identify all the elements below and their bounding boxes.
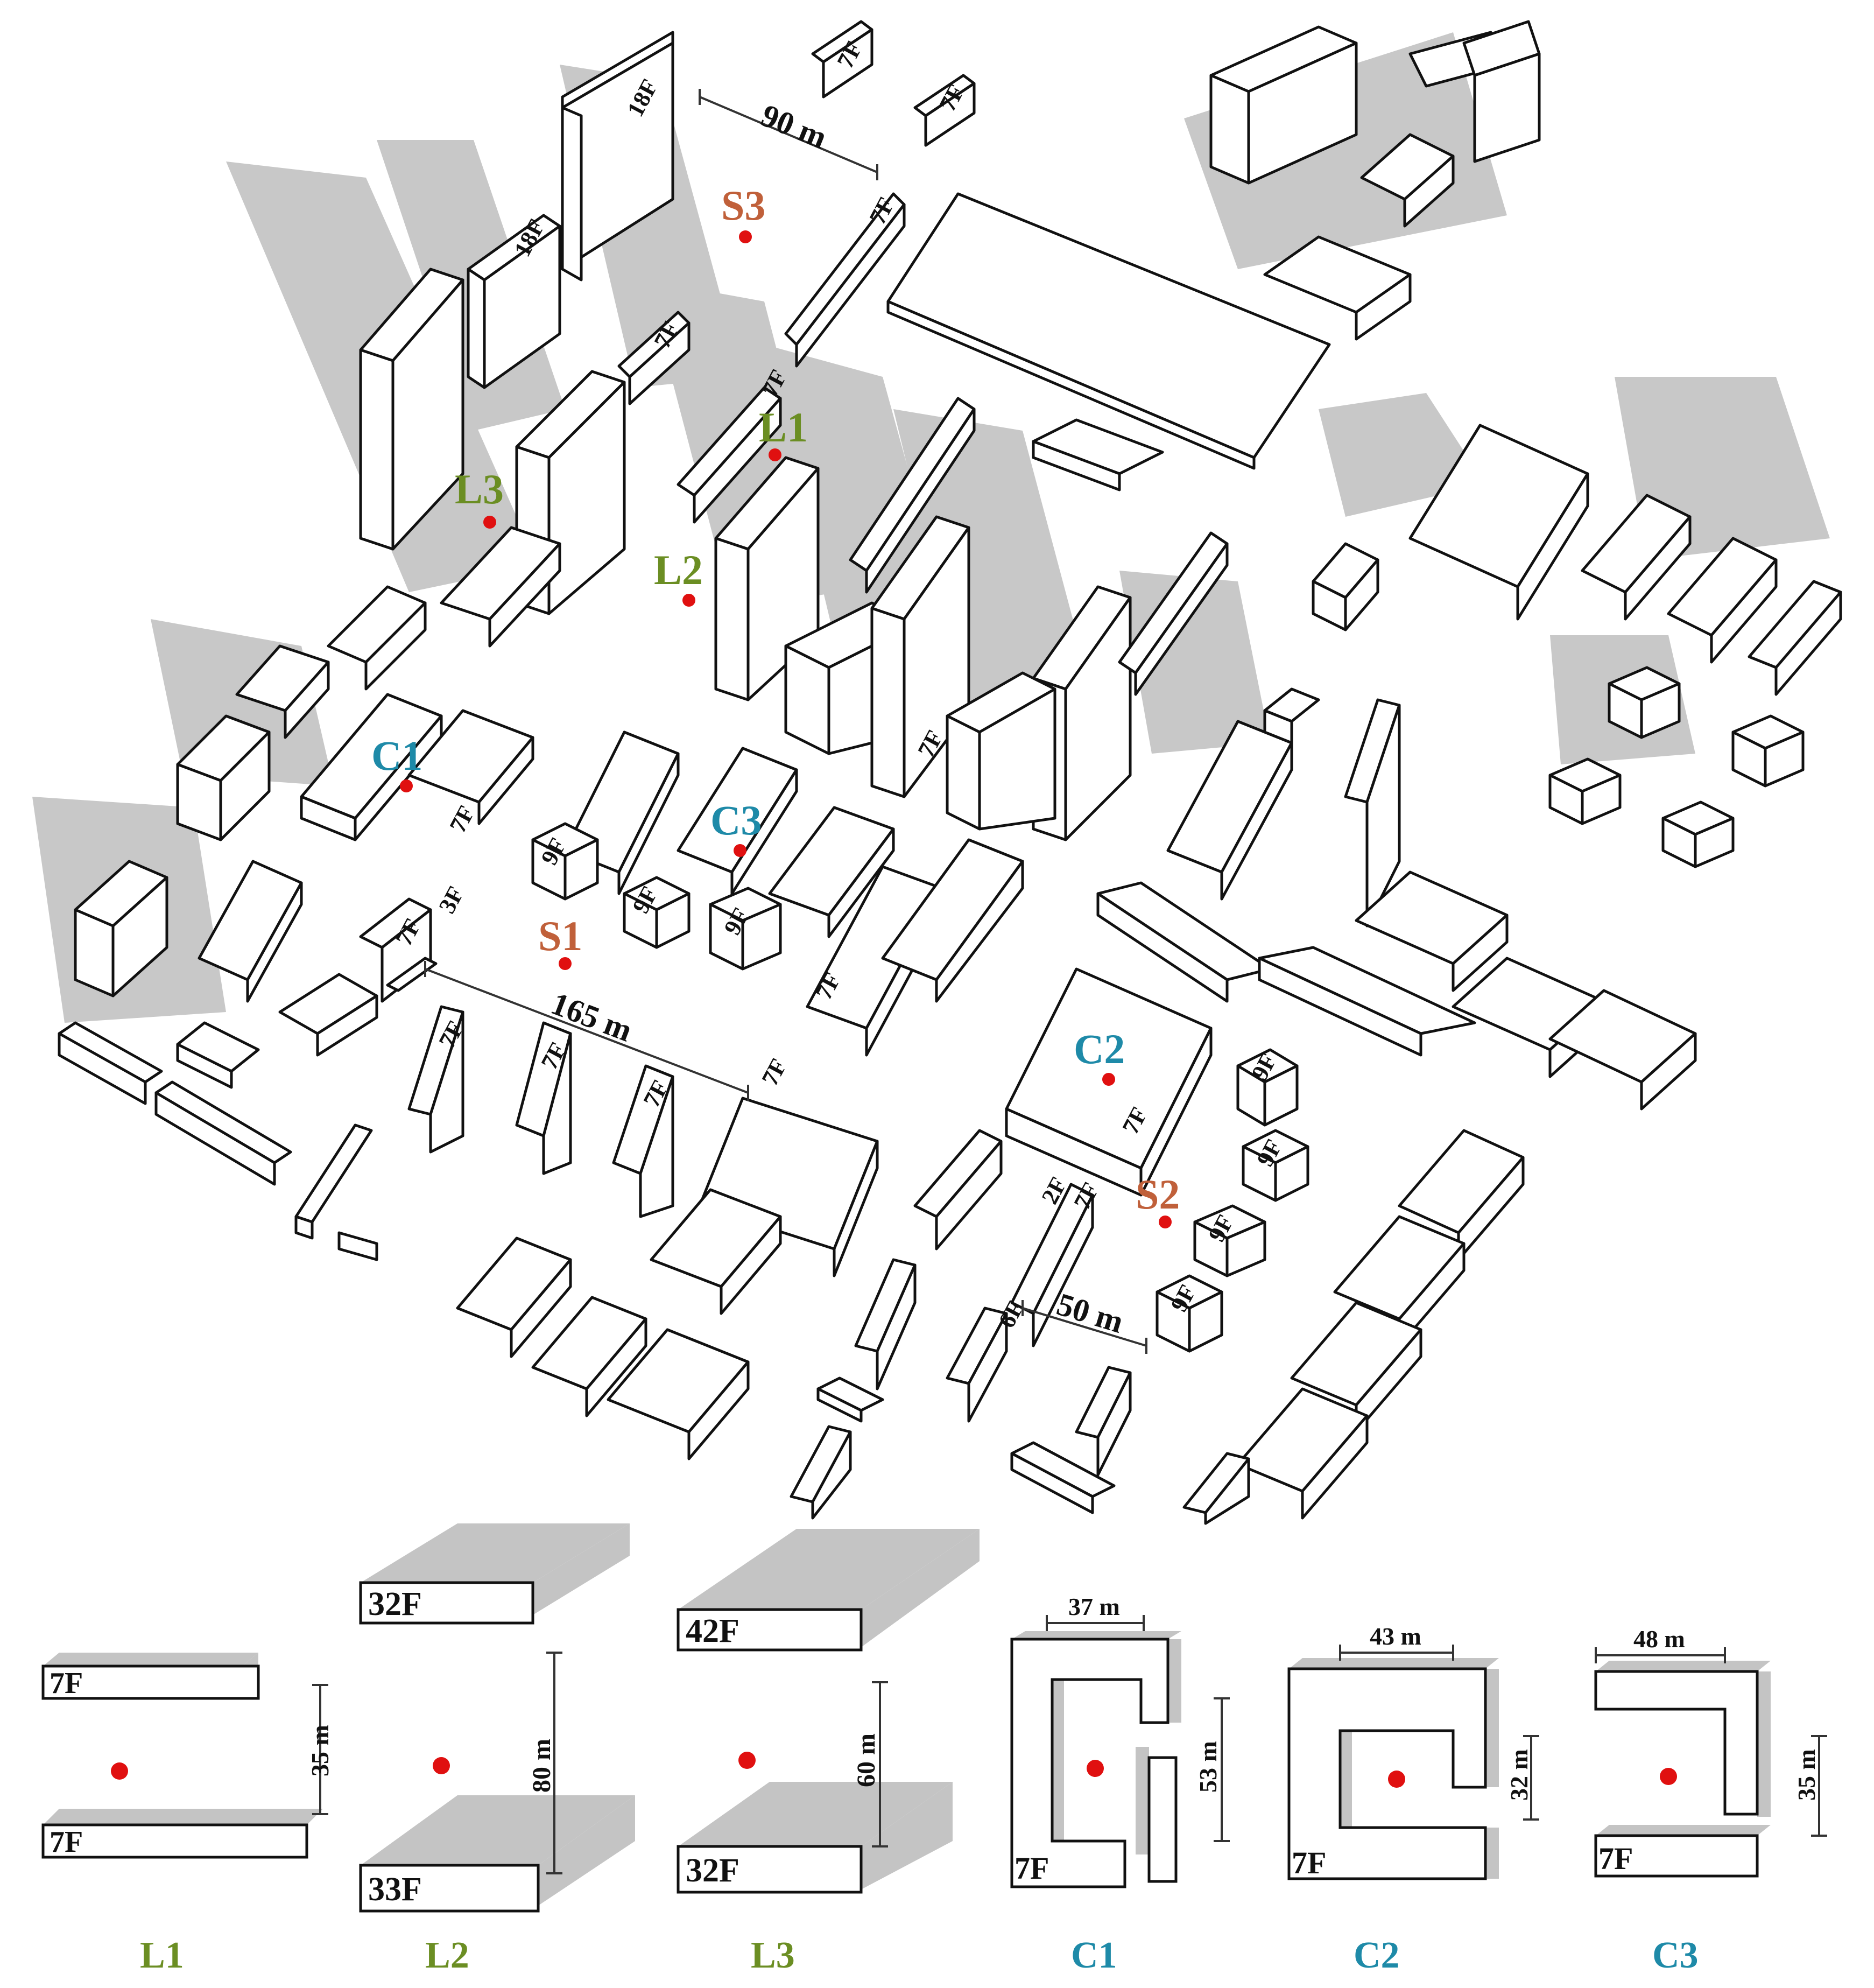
site-point [1087, 1760, 1104, 1777]
dimension-label-50: 50 m [1053, 1286, 1128, 1340]
panel-caption: C2 [1354, 1935, 1400, 1976]
svg-text:C1: C1 [371, 732, 422, 779]
dimension-label: 35 m [306, 1725, 334, 1776]
svg-text:C2: C2 [1074, 1025, 1125, 1072]
site-point-c1: C1 [371, 732, 422, 792]
tower-tall-west [359, 268, 464, 551]
dimension-label: 43 m [1370, 1622, 1421, 1650]
building-block [359, 1581, 534, 1625]
svg-text:L2: L2 [654, 546, 703, 593]
site-point-s1: S1 [538, 912, 582, 970]
svg-text:S1: S1 [538, 912, 582, 959]
dimension-label: 37 m [1068, 1593, 1120, 1620]
tower-18f-b [467, 214, 561, 389]
panel-caption: L1 [140, 1935, 184, 1976]
building-block [359, 1864, 540, 1913]
legend-panel-c1: 7F 37 m 53 m C1 [1010, 1593, 1230, 1976]
panel-caption: L2 [425, 1935, 469, 1976]
panel-caption: L3 [751, 1935, 795, 1976]
floor-label: 32F [686, 1852, 739, 1889]
site-point [1388, 1771, 1405, 1788]
building-block [677, 1845, 863, 1894]
dimension-label-90: 90 m [756, 97, 832, 156]
panel-caption: C3 [1652, 1935, 1699, 1976]
svg-text:C3: C3 [710, 797, 762, 844]
legend-panel-c3: 7F 48 m 35 m C3 [1594, 1625, 1827, 1976]
floor-label: 7F [1598, 1841, 1633, 1876]
site-point [111, 1762, 128, 1780]
site-point [738, 1752, 756, 1769]
floor-label: 7F [757, 1055, 792, 1090]
courtyard-building [1010, 1638, 1170, 1888]
floor-label: 7F [1292, 1845, 1326, 1880]
svg-text:S2: S2 [1136, 1171, 1180, 1218]
building-block [41, 1823, 308, 1859]
panel-caption: C1 [1071, 1935, 1117, 1976]
building-block [1594, 1834, 1759, 1878]
urban-block-map: 90 m 165 m 50 m 18F 18F 7F 7F 7F 7F 7F 7… [32, 20, 1842, 1525]
site-point-l2: L2 [654, 546, 703, 607]
floor-label: 32F [368, 1586, 422, 1622]
dimension-label: 80 m [527, 1739, 556, 1793]
site-point-s2: S2 [1136, 1171, 1180, 1228]
dimension-lines [424, 89, 1147, 1354]
dimension-label: 60 m [852, 1733, 880, 1787]
legend-panels: 7F 7F 35 m L1 32F 33F [41, 1523, 1827, 1976]
site-point [1660, 1768, 1677, 1785]
legend-panel-l2: 32F 33F 80 m L2 [359, 1523, 635, 1976]
floor-label: 3F [434, 882, 469, 918]
site-point-s3: S3 [721, 182, 765, 243]
svg-text:L1: L1 [759, 404, 808, 451]
legend-panel-l1: 7F 7F 35 m L1 [41, 1653, 334, 1976]
building-block [1147, 1756, 1178, 1883]
dimension-label: 48 m [1633, 1625, 1685, 1653]
courtyard-building [1287, 1667, 1487, 1880]
svg-text:S3: S3 [721, 182, 765, 229]
floor-label: 7F [445, 802, 480, 837]
floor-label: 33F [368, 1871, 422, 1908]
site-points: S3 L1 L3 L2 C1 C3 [371, 182, 1180, 1228]
courtyard-building [1594, 1670, 1759, 1816]
site-point-l3: L3 [455, 466, 504, 529]
floor-label: 7F [50, 1825, 83, 1859]
legend-panel-c2: 7F 43 m 32 m C2 [1287, 1622, 1539, 1976]
building-block [677, 1608, 863, 1652]
site-point-c3: C3 [710, 797, 762, 857]
floor-label: 7F [50, 1667, 83, 1700]
site-point [433, 1757, 450, 1774]
site-point-l1: L1 [759, 404, 808, 461]
floor-label: 7F [1015, 1851, 1049, 1886]
site-point-c2: C2 [1074, 1025, 1125, 1086]
dimension-label: 35 m [1793, 1749, 1820, 1801]
floor-label: 42F [686, 1613, 739, 1649]
buildings [58, 20, 1842, 1525]
building-block [41, 1664, 260, 1700]
tower-18f-a [561, 31, 674, 282]
legend-panel-l3: 42F 32F 60 m L3 [677, 1529, 980, 1976]
dimension-label: 32 m [1505, 1749, 1533, 1801]
courtyard-c1-block [300, 693, 534, 841]
dimension-label: 53 m [1194, 1741, 1222, 1793]
svg-text:L3: L3 [455, 466, 504, 512]
